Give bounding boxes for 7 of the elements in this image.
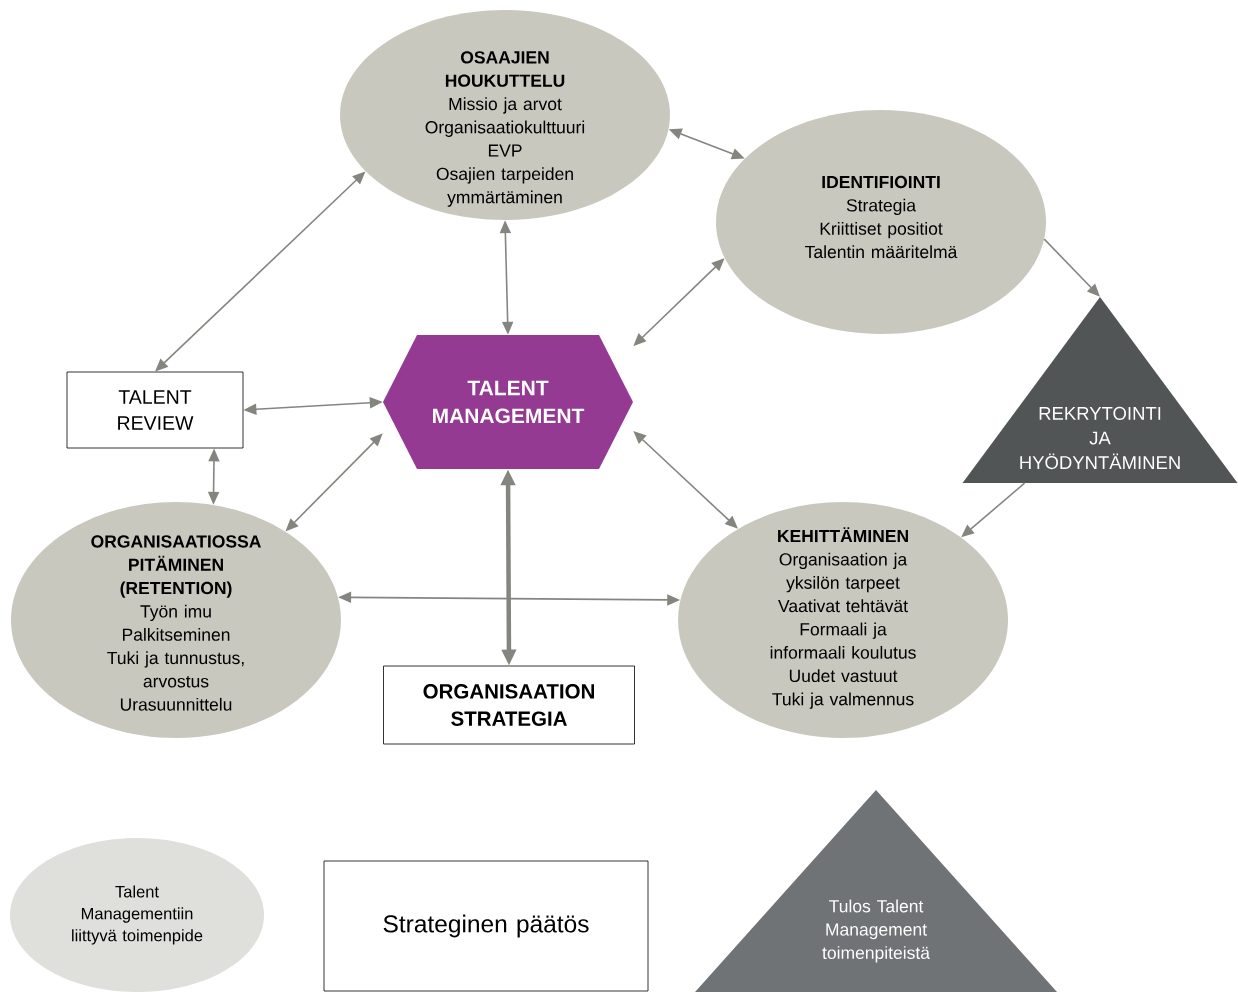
decision-box: ORGANISAATION STRATEGIA [383,665,635,745]
arrow [1043,238,1100,297]
decision-box: Strateginen päätös [323,860,649,992]
hexagon: TALENT MANAGEMENT [383,335,633,469]
result-triangle: Tulos Talent Management toimenpiteistä [695,790,1057,992]
result-triangle: REKRYTOINTI JA HYÖDYNTÄMINEN [962,297,1238,483]
decision-box: TALENT REVIEW [66,371,244,449]
